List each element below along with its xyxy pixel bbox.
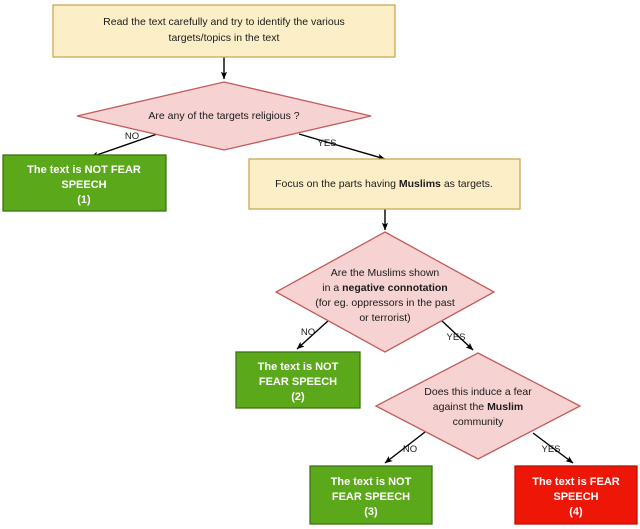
decision3-line-1: Does this induce a fear (424, 386, 532, 398)
edge-decision2-no: NO (296, 319, 330, 350)
decision2-shape[interactable] (274, 231, 496, 353)
node-outcome-1-not-fear-speech[interactable]: The text is NOT FEAR SPEECH (1) (2, 154, 167, 212)
edge-decision2-yes: YES (440, 319, 474, 351)
outcome1-shape[interactable] (2, 154, 167, 212)
outcome4-shape[interactable] (514, 465, 638, 525)
outcome2-line-3: (2) (291, 391, 305, 403)
outcome4-line-3: (4) (569, 506, 583, 518)
start-line-1: Read the text carefully and try to ident… (103, 16, 345, 28)
node-focus-process[interactable]: Focus on the parts having Muslims as tar… (248, 158, 521, 210)
edge-label-decision1-yes: YES (317, 138, 336, 149)
outcome4-line-1: The text is FEAR (532, 476, 619, 488)
edge-label-decision3-no: NO (403, 444, 417, 455)
outcome3-shape[interactable] (309, 465, 433, 525)
decision2-line-1: Are the Muslims shown (331, 267, 440, 279)
outcome1-line-3: (1) (77, 194, 91, 206)
edge-label-decision1-no: NO (125, 131, 139, 142)
edge-label-decision2-no: NO (301, 327, 315, 338)
outcome3-line-1: The text is NOT (331, 476, 412, 488)
decision2-line-4: or terrorist) (359, 312, 410, 324)
focus-label: Focus on the parts having Muslims as tar… (275, 178, 493, 190)
focus-process-shape[interactable] (248, 158, 521, 210)
decision3-line-2: against the Muslim (433, 401, 523, 413)
decision1-label: Are any of the targets religious ? (148, 110, 299, 122)
outcome2-shape[interactable] (235, 351, 361, 409)
start-line-2: targets/topics in the text (169, 32, 280, 44)
decision3-shape[interactable] (374, 352, 582, 460)
node-outcome-4-fear-speech[interactable]: The text is FEAR SPEECH (4) (514, 465, 638, 525)
decision3-line-2-part-1: against the (433, 401, 487, 413)
decision2-line-2: in a negative connotation (322, 282, 447, 294)
edge-label-decision3-yes: YES (541, 444, 560, 455)
edge-decision1-no: NO (90, 131, 161, 158)
focus-part-3: as targets. (441, 178, 493, 190)
decision1-shape[interactable] (76, 81, 372, 151)
outcome4-line-2: SPEECH (553, 491, 598, 503)
outcome3-line-3: (3) (364, 506, 378, 518)
decision2-line-2-part-1: in a (322, 282, 342, 294)
decision2-line-3: (for eg. oppressors in the past (315, 297, 455, 309)
node-decision-induce-fear[interactable]: Does this induce a fear against the Musl… (374, 352, 582, 460)
node-decision-targets-religious[interactable]: Are any of the targets religious ? (76, 81, 372, 151)
decision2-line-2-part-2-bold: negative connotation (342, 282, 448, 294)
outcome1-line-2: SPEECH (61, 179, 106, 191)
outcome2-line-1: The text is NOT (258, 361, 339, 373)
node-decision-negative-connotation[interactable]: Are the Muslims shown in a negative conn… (274, 231, 496, 353)
edge-decision3-yes: YES (532, 432, 574, 464)
focus-part-1: Focus on the parts having (275, 178, 399, 190)
edge-label-decision2-yes: YES (446, 332, 465, 343)
decision3-line-2-part-2-bold: Muslim (487, 401, 523, 413)
edge-decision1-yes: YES (298, 133, 386, 160)
outcome2-line-2: FEAR SPEECH (259, 376, 337, 388)
focus-part-2-bold: Muslims (399, 178, 441, 190)
node-start-process[interactable]: Read the text carefully and try to ident… (52, 4, 396, 58)
decision3-line-3: community (453, 416, 505, 428)
edge-decision3-no: NO (384, 431, 426, 464)
outcome3-line-2: FEAR SPEECH (332, 491, 410, 503)
outcome1-line-1: The text is NOT FEAR (27, 164, 141, 176)
node-outcome-3-not-fear-speech[interactable]: The text is NOT FEAR SPEECH (3) (309, 465, 433, 525)
start-process-shape[interactable] (52, 4, 396, 58)
node-outcome-2-not-fear-speech[interactable]: The text is NOT FEAR SPEECH (2) (235, 351, 361, 409)
